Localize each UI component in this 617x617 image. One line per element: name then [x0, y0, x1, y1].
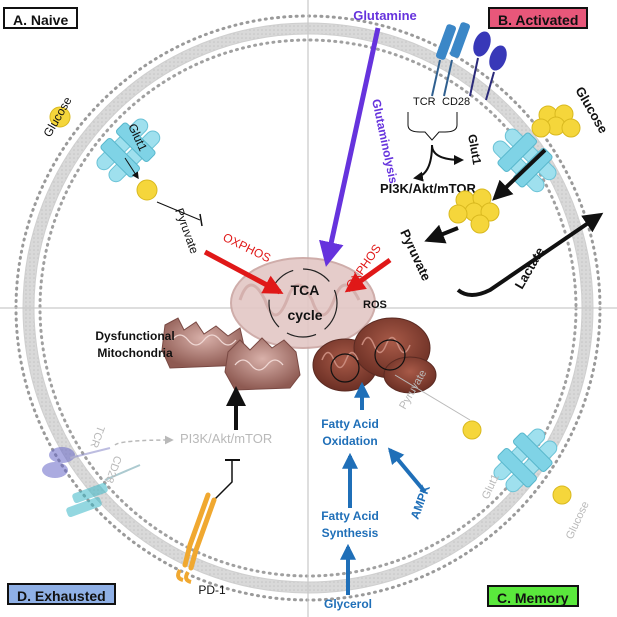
naive-glucose-transport-arrow [124, 157, 139, 180]
receptor-bracket [407, 112, 458, 141]
naive-quadrant-label: A. Naive [3, 7, 79, 29]
memory-quadrant-label: C. Memory [487, 585, 579, 607]
dysfunctional-mitochondria-icon [161, 317, 301, 391]
pd1-receptor-icon [176, 492, 217, 584]
activated-cd28-label: CD28 [442, 96, 470, 108]
pd1-inhibit-line [213, 460, 233, 501]
activated-glucose-cluster-outside-icon [531, 104, 581, 138]
memory-glucose-inside-icon [462, 420, 482, 440]
glycerol-label: Glycerol [324, 597, 372, 611]
exhausted-tcr-receptor-icon [66, 464, 141, 518]
cd28-receptor-icon [469, 31, 507, 101]
exhausted-signaling-label: PI3K/Akt/mTOR [180, 431, 272, 446]
activated-oxphos-arrow [344, 257, 392, 293]
memory-glucose-outside-icon [552, 485, 572, 505]
fas-line-2: Synthesis [322, 526, 379, 540]
exhausted-receptor-signal-arrow [114, 435, 174, 446]
naive-glut1-transporter [96, 118, 161, 183]
dysfunctional-line-2: Mitochondria [97, 346, 173, 360]
naive-glucose-inside-icon [136, 179, 158, 201]
dysfunctional-line-1: Dysfunctional [95, 329, 174, 343]
exhausted-quadrant-label: D. Exhausted [7, 583, 116, 605]
naive-oxphos-arrow [203, 249, 284, 295]
naive-glucose-outside-icon [49, 106, 71, 128]
lactate-export-arrow [456, 212, 604, 297]
exhausted-cd28-receptor-icon [42, 447, 111, 478]
receptor-signal-right-arrow [431, 144, 464, 165]
tcr-receptor-icon [431, 22, 471, 97]
memory-glucose-label: Glucose [564, 500, 592, 542]
ampk-arrow [387, 447, 427, 494]
tca-line-2: cycle [287, 307, 322, 323]
activated-glucose-uptake-arrow [492, 148, 547, 201]
fas-line-1: Fatty Acid [321, 509, 379, 523]
activated-pyruvate-arrow [424, 224, 459, 244]
pd1-label: PD-1 [198, 583, 226, 597]
activated-tcr-label: TCR [413, 96, 436, 108]
tca-line-1: TCA [291, 282, 320, 298]
activated-quadrant-label: B. Activated [488, 7, 589, 29]
naive-inhibit-line [156, 201, 201, 221]
activated-glut1-label: Glut1 [465, 133, 484, 166]
activated-glut1-transporter [492, 128, 557, 193]
memory-pyruvate-line [394, 374, 471, 421]
activated-glucose-cluster-inside-icon [448, 188, 500, 234]
memory-glut1-transporter [493, 428, 558, 493]
fao-line-1: Fatty Acid [321, 417, 379, 431]
glutamine-label: Glutamine [353, 8, 417, 23]
glutaminolysis-arrow [319, 27, 381, 267]
fao-line-2: Oxidation [322, 434, 377, 448]
memory-mitochondria-icon [312, 317, 437, 394]
activated-signaling-label: PI3K/Akt/mTOR [380, 181, 476, 196]
ros-label: ROS [363, 299, 387, 311]
